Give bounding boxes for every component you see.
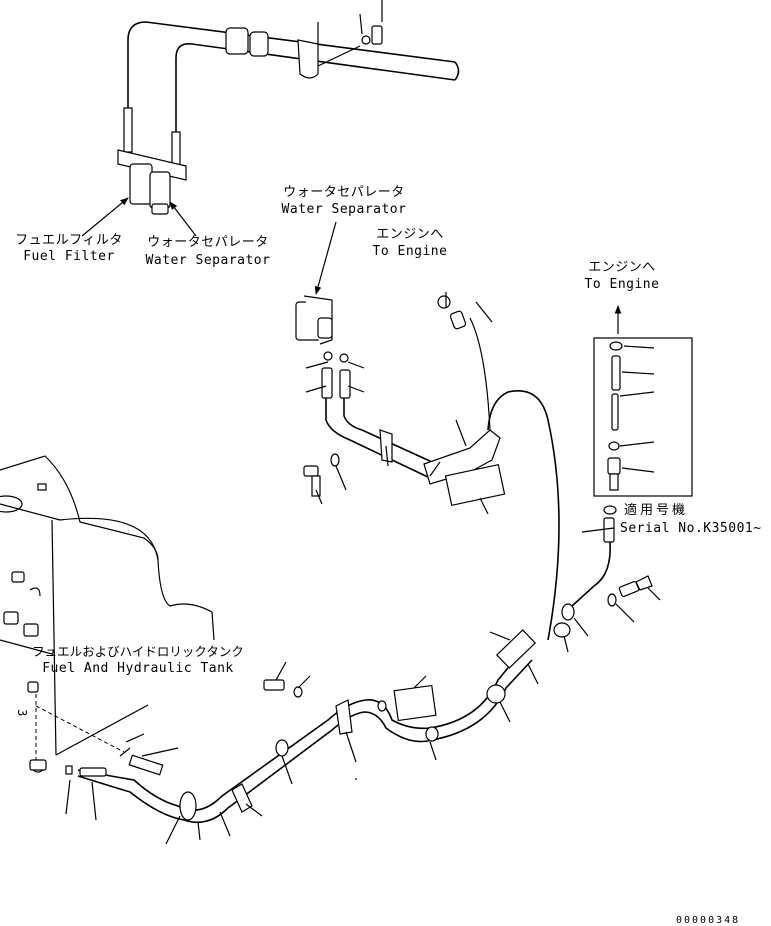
lower-fuel-pipe bbox=[65, 629, 537, 824]
to-engine-mid-label-en: To Engine bbox=[372, 244, 448, 259]
water-separator-middle bbox=[295, 295, 351, 399]
tank-mark: 3 bbox=[14, 709, 29, 717]
mid-fuel-pipe bbox=[303, 295, 560, 641]
water-separator-lower-label-en: Water Separator bbox=[145, 253, 271, 268]
fuel-filter-label-jp: フュエルフィルタ bbox=[15, 233, 123, 248]
right-fuel-pipe bbox=[553, 505, 661, 653]
fuel-filter-label-en: Fuel Filter bbox=[23, 249, 115, 264]
tank-label-en: Fuel And Hydraulic Tank bbox=[42, 661, 234, 676]
fuel-hydraulic-tank bbox=[0, 455, 213, 773]
document-number: 00000348 bbox=[676, 915, 741, 926]
to-engine-right-label-en: To Engine bbox=[584, 277, 660, 292]
fuel-filter-and-separator-top bbox=[117, 107, 187, 215]
serial-label-jp: 適用号機 bbox=[624, 503, 689, 518]
serial-parts-box bbox=[593, 337, 693, 497]
top-pipe-assembly bbox=[127, 0, 460, 140]
water-separator-upper-label-jp: ウォータセパレータ bbox=[283, 185, 405, 200]
tank-label-jp: フュエルおよびハイドロリックタンク bbox=[32, 644, 244, 659]
serial-label-en: Serial No.K35001~ bbox=[620, 521, 762, 536]
mid-leader-lines bbox=[305, 292, 493, 515]
lower-leader-lines bbox=[65, 611, 539, 845]
water-separator-upper-label-en: Water Separator bbox=[281, 202, 407, 217]
water-separator-lower-label-jp: ウォータセパレータ bbox=[147, 235, 269, 250]
to-engine-mid-label-jp: エンジンへ bbox=[376, 227, 444, 242]
to-engine-right-label-jp: エンジンへ bbox=[588, 260, 656, 275]
